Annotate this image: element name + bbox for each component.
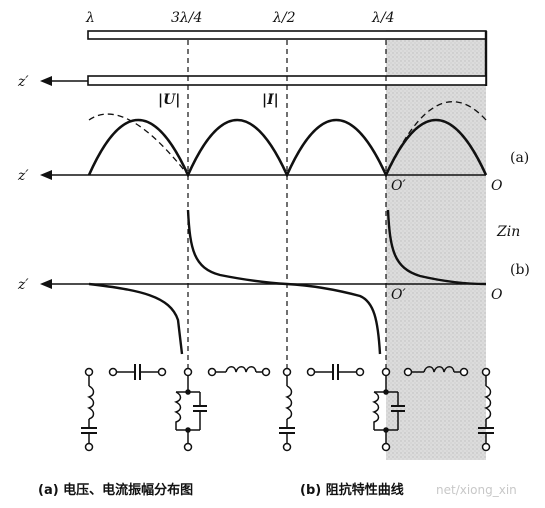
circuit-capacitor-h-2: [306, 364, 365, 380]
circuit-parallel-lc-1: [174, 367, 207, 452]
impedance-plot: Zin z′ O′ O (b): [17, 209, 530, 355]
label-current-magnitude: |I|: [262, 92, 279, 108]
label-voltage-magnitude: |U|: [158, 92, 180, 108]
caption-a: (a) 电压、电流振幅分布图: [38, 482, 193, 498]
circuit-parallel-lc-2: [372, 367, 405, 452]
shaded-region: [386, 30, 486, 460]
caption-b: (b) 阻抗特性曲线: [300, 482, 404, 498]
label-z-in: Zin: [496, 224, 520, 240]
label-z-prime-top: z′: [17, 74, 29, 90]
transmission-line-top: [87, 30, 487, 40]
label-part-a: (a): [510, 150, 529, 166]
impedance-branch-1: [88, 282, 184, 355]
circuit-series-lc-2: [279, 367, 295, 452]
impedance-branch-2: [186, 209, 382, 355]
label-o-a: O: [491, 178, 503, 194]
label-o-prime-a: O′: [391, 178, 406, 194]
arrow-head-b: [40, 279, 52, 289]
label-part-b: (b): [510, 262, 530, 278]
label-o-prime-b: O′: [391, 287, 406, 303]
circuit-inductor-h-1: [207, 366, 271, 377]
arrow-head-top: [40, 76, 52, 86]
circuit-series-lc-1: [81, 367, 97, 452]
current-amplitude-curve: [88, 101, 487, 177]
label-z-prime-a: z′: [17, 168, 29, 184]
label-z-prime-b: z′: [17, 277, 29, 293]
label-half-lambda: λ/2: [272, 10, 296, 26]
impedance-branch-3: [386, 209, 487, 286]
guide-lines: [187, 40, 387, 368]
circuit-series-lc-3: [478, 367, 494, 452]
equivalent-circuits: [81, 364, 494, 452]
watermark: net/xiong_xin: [436, 483, 517, 497]
label-three-quarter-lambda: 3λ/4: [171, 10, 202, 26]
voltage-current-plot: |U| |I| z′ O′ O (a): [17, 92, 529, 194]
label-lambda: λ: [85, 10, 95, 26]
arrow-head-a: [40, 170, 52, 180]
label-o-b: O: [491, 287, 503, 303]
voltage-amplitude-curve: [87, 118, 488, 179]
circuit-capacitor-h-1: [108, 364, 167, 380]
circuit-inductor-h-2: [403, 366, 469, 377]
label-quarter-lambda: λ/4: [371, 10, 395, 26]
